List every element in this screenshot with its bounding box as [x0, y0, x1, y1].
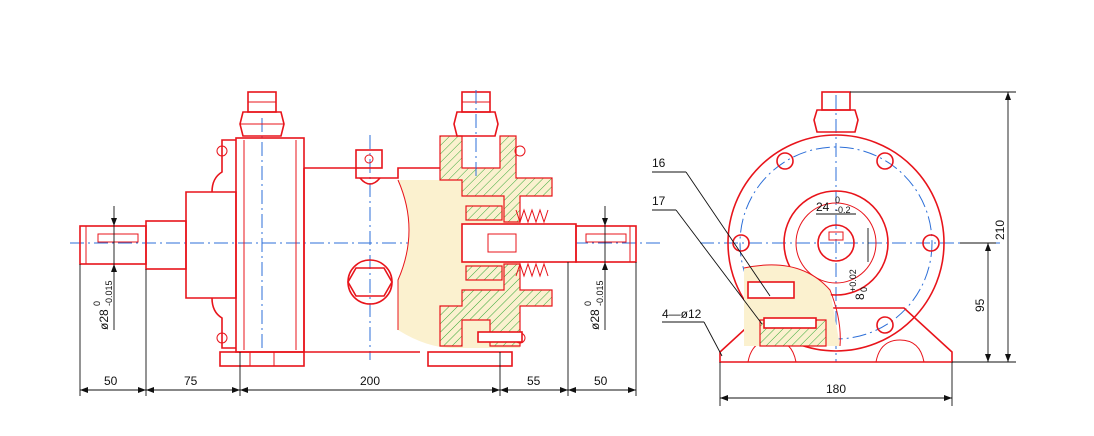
shaft-end: [817, 224, 855, 262]
callout-16: 16: [652, 156, 666, 170]
front-foot-right: [427, 351, 513, 367]
key-width-tol-upper: 0: [835, 195, 840, 205]
callout-17: 17: [652, 194, 666, 208]
dia-right-tol-lower: -0.015: [595, 280, 605, 306]
key-depth-tol-lower: 0: [859, 287, 869, 292]
key-depth: 8: [853, 293, 867, 300]
front-view: 50 75 200 55 50 ø28 0 -0.015 ø28 0 -0.01…: [70, 90, 660, 396]
dim-left-shaft-length: 50: [104, 374, 118, 388]
callouts: 16 17 4—ø12: [652, 156, 771, 357]
dim-width: 180: [826, 382, 846, 396]
right-shaft: [575, 225, 637, 263]
dim-right-shaft-length: 50: [594, 374, 608, 388]
housing-outer-circle: [727, 134, 945, 352]
dim-right-offset: 55: [527, 374, 541, 388]
left-shaft: [79, 220, 187, 270]
key-width: 24: [816, 200, 830, 214]
dia-right-tol-upper: 0: [583, 301, 593, 306]
side-view: 16 17 4—ø12 24 0 -0.2 8 +0.02 0: [652, 91, 1016, 406]
side-dimensions: 180 210 95: [719, 91, 1016, 406]
dia-left-tol-lower: -0.015: [104, 280, 114, 306]
front-foot-left: [219, 351, 305, 367]
pump-body: [219, 149, 513, 367]
front-dimensions: 50 75 200 55 50 ø28 0 -0.015 ø28 0 -0.01…: [79, 206, 637, 396]
key-width-tol-lower: -0.2: [835, 205, 851, 215]
dia-left-label: ø28: [97, 309, 111, 330]
key-dimensions: 24 0 -0.2 8 +0.02 0: [816, 195, 869, 300]
housing-bore: [783, 190, 889, 296]
dim-body-length: 200: [360, 374, 380, 388]
dim-flange-length: 75: [184, 374, 198, 388]
dia-right-label: ø28: [588, 309, 602, 330]
callout-holes: 4—ø12: [662, 307, 702, 321]
key-depth-tol-upper: +0.02: [848, 269, 858, 292]
dim-height-total: 210: [993, 220, 1007, 240]
dim-height-axis: 95: [973, 298, 987, 312]
dia-left-tol-upper: 0: [92, 301, 102, 306]
left-housing: [185, 91, 305, 353]
bolt-holes: [732, 152, 940, 334]
section-cut: [397, 90, 577, 349]
